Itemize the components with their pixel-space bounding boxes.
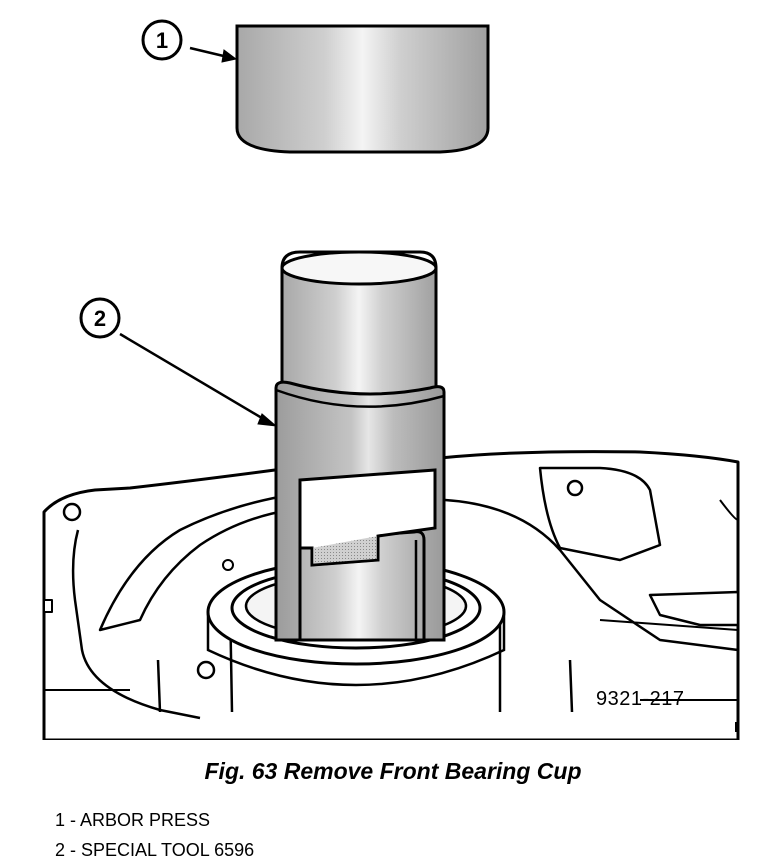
figure-code: 9321-217 bbox=[596, 688, 685, 710]
callout-2: 2 bbox=[79, 297, 278, 427]
callout-1: 1 bbox=[141, 19, 238, 63]
legend: 1 - ARBOR PRESS 2 - SPECIAL TOOL 6596 bbox=[55, 805, 254, 865]
legend-item: 2 - SPECIAL TOOL 6596 bbox=[55, 840, 255, 860]
callout-1-number: 1 bbox=[156, 28, 168, 53]
special-tool-sleeve bbox=[274, 380, 446, 642]
bearing-cup-removal-illustration: 1 2 bbox=[42, 19, 740, 740]
arbor-press-ram bbox=[235, 24, 490, 154]
legend-item: 1 - ARBOR PRESS bbox=[55, 810, 211, 830]
figure-caption: Fig. 63 Remove Front Bearing Cup bbox=[204, 758, 582, 784]
callout-2-number: 2 bbox=[94, 306, 106, 331]
